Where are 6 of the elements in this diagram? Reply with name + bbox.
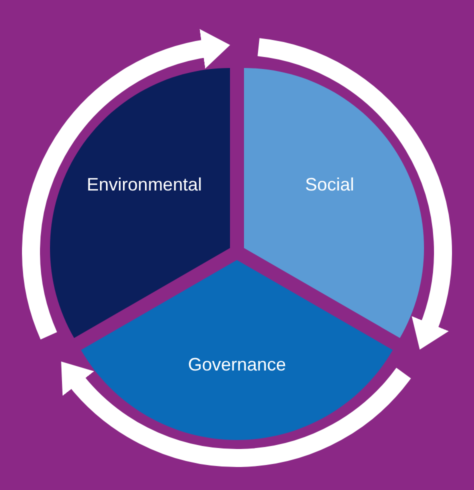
sector-label: Social (305, 173, 354, 196)
pie-sector (244, 68, 424, 338)
sector-label: Governance (188, 354, 286, 376)
pie-sector (50, 68, 230, 338)
pie-sector (81, 260, 393, 440)
sector-label: Environmental (86, 173, 202, 196)
